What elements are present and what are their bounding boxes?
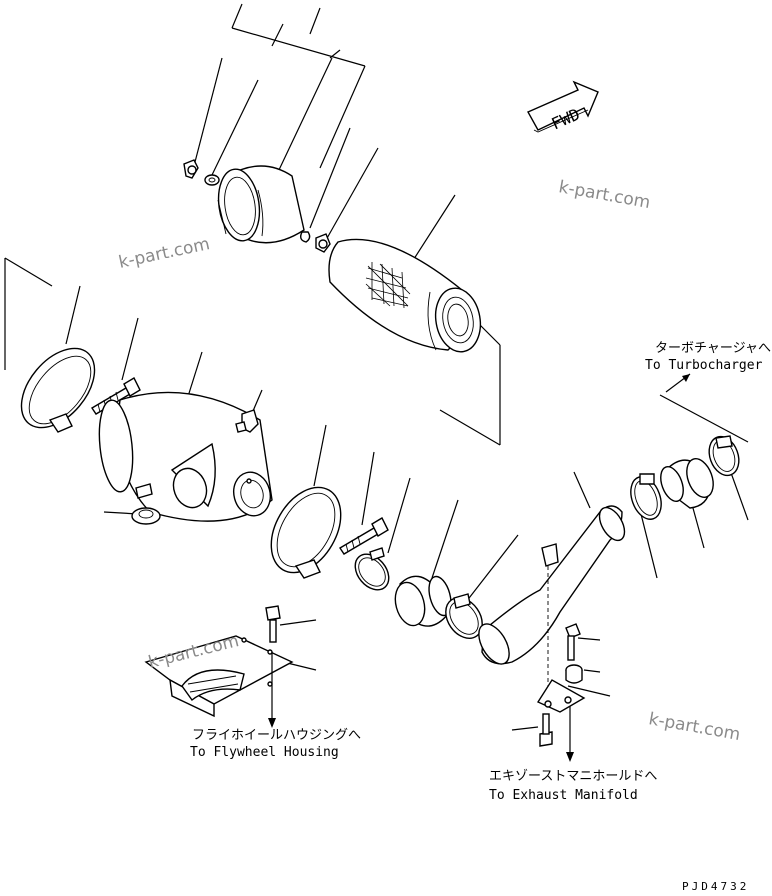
drawing-number: PJD4732	[682, 880, 749, 893]
bolt-bottom	[539, 713, 553, 747]
hose-clamp-center-2	[445, 593, 483, 639]
hose-clamp-right-2	[708, 435, 740, 477]
wing-bolt-top	[183, 159, 199, 179]
arrow-to-exhaust	[566, 706, 574, 762]
air-cleaner-body	[98, 391, 273, 522]
bolt-bracket-right	[565, 623, 581, 661]
mounting-bracket	[144, 635, 294, 718]
arrow-to-turbocharger	[665, 373, 691, 393]
watermark: k-part.com	[647, 709, 742, 745]
evacuator-valve	[131, 507, 161, 525]
washer-top	[204, 174, 220, 186]
filter-mesh-pattern	[365, 262, 411, 309]
leader-lines	[4, 3, 749, 731]
rubber-hose-right	[660, 458, 714, 509]
spacer-nut	[565, 664, 583, 684]
exhaust-label-en: To Exhaust Manifold	[489, 788, 638, 803]
forward-direction-arrow: FWD	[527, 80, 599, 134]
clip-mid	[299, 231, 311, 243]
hose-clamp-right-1	[630, 473, 662, 520]
watermark: k-part.com	[557, 177, 652, 213]
support-bracket	[536, 679, 586, 713]
turbocharger-label-en: To Turbocharger	[645, 358, 763, 373]
turbocharger-label-jp: ターボチャージャへ	[655, 341, 771, 356]
bolt-mount	[265, 605, 281, 643]
wing-bolt-mid	[315, 233, 331, 253]
exhaust-label-jp: エキゾーストマニホールドへ	[489, 769, 657, 784]
clamp-band-left	[20, 347, 96, 433]
filter-outer-cover	[217, 165, 305, 244]
watermark: k-part.com	[117, 234, 212, 273]
flywheel-label-jp: フライホイールハウジングへ	[192, 728, 361, 743]
arrow-to-flywheel	[268, 652, 276, 728]
service-indicator	[235, 409, 259, 433]
flywheel-label-en: To Flywheel Housing	[190, 745, 339, 760]
filter-element	[328, 238, 482, 353]
clamp-band-center	[270, 486, 342, 579]
hose-clamp-center-1	[354, 547, 390, 591]
rubber-hose-center	[394, 575, 452, 627]
bolt-center	[339, 517, 389, 555]
intake-elbow-pipe	[478, 505, 626, 690]
